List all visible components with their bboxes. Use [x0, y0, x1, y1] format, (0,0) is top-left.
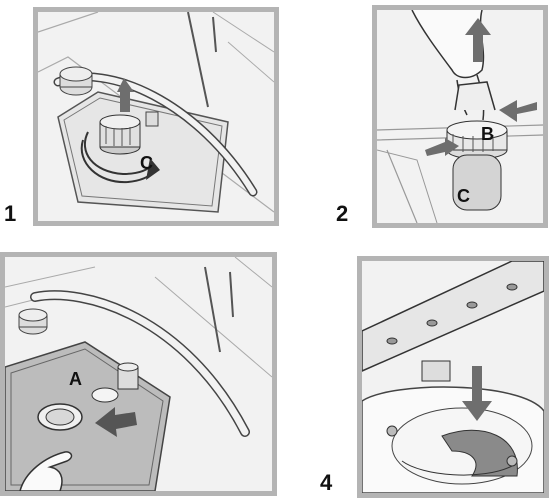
label-b: B: [481, 124, 494, 144]
step-number-4: 4: [320, 470, 332, 496]
step-1-panel: C: [33, 7, 279, 226]
step-1-illustration: C: [38, 12, 274, 221]
step-2-illustration: B C: [377, 10, 543, 223]
step-number-1: 1: [4, 201, 16, 227]
filter-plate-a: [5, 342, 170, 491]
step-3-panel: A: [0, 252, 277, 496]
step-4-illustration: [362, 261, 544, 493]
hand-icon: [412, 10, 483, 78]
label-a: A: [69, 369, 82, 389]
filter-c-icon: [100, 115, 140, 154]
step-2-panel: B C: [372, 5, 548, 228]
step-3-illustration: A: [5, 257, 272, 491]
label-c: C: [140, 153, 153, 173]
label-c: C: [457, 186, 470, 206]
left-arrow-icon: [499, 100, 537, 122]
step-number-2: 2: [336, 201, 348, 227]
step-4-panel: [357, 256, 549, 498]
